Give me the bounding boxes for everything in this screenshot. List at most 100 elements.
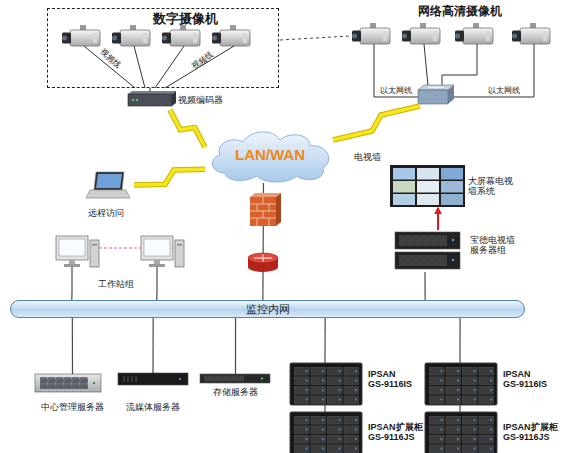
tv-wall-servers bbox=[399, 255, 447, 266]
node-label: 大屏幕电视墙系统 bbox=[468, 176, 516, 197]
ethernet-cable bbox=[442, 44, 477, 86]
connector-line bbox=[324, 318, 325, 363]
wireless-link bbox=[170, 110, 205, 147]
connector-line bbox=[72, 292, 157, 300]
tv-wall bbox=[417, 194, 439, 205]
group-title: 数字摄像机 bbox=[153, 12, 225, 27]
server-node: 中心管理服务器 bbox=[25, 374, 120, 416]
wireless-link bbox=[170, 110, 205, 147]
connector-line bbox=[235, 318, 236, 374]
workstations bbox=[71, 267, 72, 292]
group-title: 网络高清摄像机 bbox=[418, 5, 518, 19]
network-cloud: LAN/WAN bbox=[205, 128, 335, 183]
video-encoder bbox=[132, 99, 134, 101]
cloud-label: LAN/WAN bbox=[205, 146, 335, 163]
connector-line bbox=[324, 405, 325, 412]
video-cable bbox=[84, 46, 234, 88]
tv-wall-servers bbox=[452, 259, 454, 261]
connector-line bbox=[437, 208, 438, 230]
management-server bbox=[35, 374, 101, 392]
router bbox=[254, 255, 272, 262]
connector-line bbox=[72, 318, 73, 374]
tv-wall bbox=[417, 181, 439, 193]
tv-wall bbox=[390, 165, 465, 207]
network-cameras bbox=[402, 23, 440, 44]
firewall bbox=[250, 193, 281, 226]
connector-line bbox=[262, 183, 264, 300]
router bbox=[248, 253, 278, 272]
video-encoder bbox=[128, 94, 172, 106]
streaming-server bbox=[118, 373, 188, 385]
tv-wall-node: 电视墙大屏幕电视墙系统 bbox=[350, 152, 560, 208]
ipsan-device bbox=[290, 363, 497, 453]
digital-cameras bbox=[62, 25, 250, 46]
connector-line bbox=[459, 318, 460, 363]
node-label: 工作站组 bbox=[98, 279, 143, 289]
ipsan-device bbox=[425, 412, 497, 453]
connector-line bbox=[152, 318, 153, 373]
ipsan-device bbox=[290, 363, 362, 405]
workstations bbox=[56, 236, 99, 267]
tv-wall-servers bbox=[452, 239, 454, 241]
digital-cameras bbox=[162, 25, 200, 46]
router bbox=[248, 262, 278, 272]
connector-line bbox=[424, 272, 425, 300]
storage-server bbox=[200, 374, 270, 383]
node-label: IPSAN GS-9116IS bbox=[503, 369, 561, 390]
connector-line bbox=[149, 88, 150, 92]
connector-line bbox=[324, 405, 325, 412]
storage-server bbox=[204, 376, 244, 382]
firewall bbox=[250, 193, 281, 197]
network-switch bbox=[448, 85, 454, 104]
digital-cameras bbox=[62, 25, 100, 46]
wireless-link bbox=[134, 169, 205, 185]
tv-wall bbox=[441, 181, 463, 193]
management-server bbox=[35, 374, 101, 392]
wireless-link bbox=[134, 169, 205, 185]
digital-cameras bbox=[212, 25, 250, 46]
bus-label: 监控内网 bbox=[11, 303, 524, 316]
video-encoder bbox=[136, 99, 138, 101]
ethernet-cable bbox=[424, 44, 428, 86]
storage-node: IPSAN扩展柜 GS-9116JS bbox=[423, 412, 563, 452]
video-encoder bbox=[128, 91, 176, 106]
tv-wall bbox=[393, 168, 415, 180]
network-cameras bbox=[352, 23, 390, 44]
network-cameras bbox=[352, 23, 550, 44]
encoder-node: 视频编码器 bbox=[126, 92, 236, 110]
network-cameras bbox=[455, 23, 493, 44]
connector-line bbox=[459, 318, 460, 363]
storage-node: IPSAN GS-9116IS bbox=[423, 363, 563, 405]
firewall bbox=[250, 197, 276, 226]
wire-label: 视频线 bbox=[190, 46, 220, 70]
video-cable bbox=[84, 46, 135, 88]
connector-line bbox=[149, 88, 150, 92]
node-label: IPSAN GS-9116IS bbox=[368, 369, 426, 390]
connector-line bbox=[437, 208, 439, 230]
node-label: 远程访问 bbox=[88, 208, 132, 218]
node-heading: 电视墙 bbox=[354, 152, 394, 162]
connector-line bbox=[235, 318, 236, 374]
streaming-server bbox=[179, 378, 181, 380]
firewall bbox=[250, 197, 276, 226]
connector-line bbox=[153, 318, 154, 373]
network-bus: 监控内网 bbox=[10, 300, 525, 318]
router bbox=[248, 258, 278, 267]
network-switch bbox=[418, 85, 454, 90]
ipsan-device bbox=[290, 412, 362, 453]
router bbox=[248, 253, 278, 263]
video-cable bbox=[134, 46, 145, 88]
wire-label: 视频线 bbox=[99, 47, 127, 74]
storage-server bbox=[200, 374, 270, 383]
firewall bbox=[276, 193, 281, 226]
remote-access-node: 远程访问 bbox=[84, 170, 134, 220]
tv-wall-servers bbox=[395, 232, 460, 269]
wireless-link bbox=[170, 110, 205, 147]
network-switch bbox=[418, 90, 448, 104]
connector-line bbox=[324, 318, 325, 363]
workstations bbox=[99, 247, 141, 248]
laptop bbox=[86, 190, 130, 198]
